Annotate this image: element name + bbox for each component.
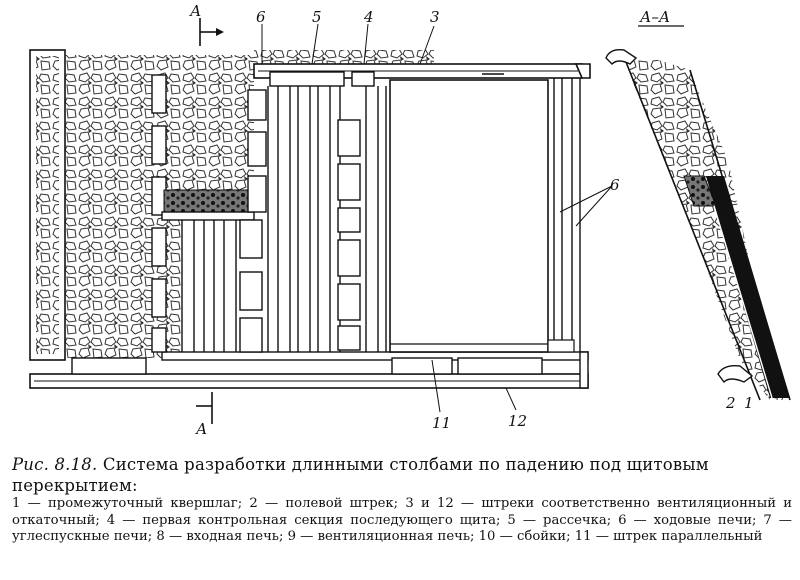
section-aa-coal-seam (706, 176, 790, 398)
crosscut-5-block (269, 71, 345, 87)
drift-corner-bottom-right (579, 351, 589, 389)
section-view-title: А–А (639, 8, 670, 26)
section-aa-bottom-drift (717, 364, 754, 384)
section-aa-shield-line (713, 205, 773, 399)
chute-lines-7 (365, 86, 387, 352)
section-aa-top-drift (605, 48, 638, 65)
control-section-4-pillars (337, 119, 361, 351)
pillar-column-2 (239, 89, 267, 353)
label-2: 2 (725, 394, 736, 412)
caption-figure-number: Рис. 8.18. (12, 455, 98, 474)
goaf-between (162, 218, 182, 358)
right-raises (553, 78, 581, 352)
section-4-top-block (351, 71, 375, 87)
goaf-top (162, 55, 254, 190)
bottom-right-block-2 (457, 357, 543, 375)
drift-corner-top-right (574, 63, 591, 79)
mining-system-diagram: А А А–А 6 5 4 3 6 11 12 2 1 (29, 2, 791, 438)
caption-title: Система разработки длинными столбами по … (12, 455, 709, 495)
section-arrowhead-top (216, 28, 224, 36)
left-bottom-panel (71, 357, 147, 375)
travel-raises-6 (267, 86, 341, 352)
section-marker-top: А (189, 2, 201, 20)
label-6-right: 6 (610, 176, 620, 194)
right-raise-bottom-box (547, 339, 575, 353)
label-3: 3 (430, 8, 440, 26)
shield-beam (161, 211, 255, 221)
label-11: 11 (432, 414, 451, 432)
label-4: 4 (363, 8, 374, 26)
section-marker-bottom: А (195, 420, 207, 438)
left-block-inner (36, 56, 59, 354)
left-pillar-column (151, 74, 167, 353)
section-aa-coal-heap (683, 175, 717, 207)
shield-face-heap (163, 189, 251, 213)
label-6-left: 6 (256, 8, 266, 26)
caption-title-line: Рис. 8.18. Система разработки длинными с… (12, 454, 792, 496)
unmined-panel (389, 79, 549, 353)
bottom-right-block-1 (391, 357, 453, 375)
section-aa-hanging-wall (625, 61, 761, 401)
figure-caption: Рис. 8.18. Система разработки длинными с… (12, 454, 792, 546)
label-leaders (261, 23, 613, 413)
label-12: 12 (508, 412, 527, 430)
label-1: 1 (744, 394, 754, 412)
goaf-top-strip (254, 50, 434, 64)
label-5: 5 (312, 8, 322, 26)
shield-chutes (181, 220, 237, 352)
caption-legend: 1 — промежуточный квершлаг; 2 — полевой … (12, 496, 792, 544)
